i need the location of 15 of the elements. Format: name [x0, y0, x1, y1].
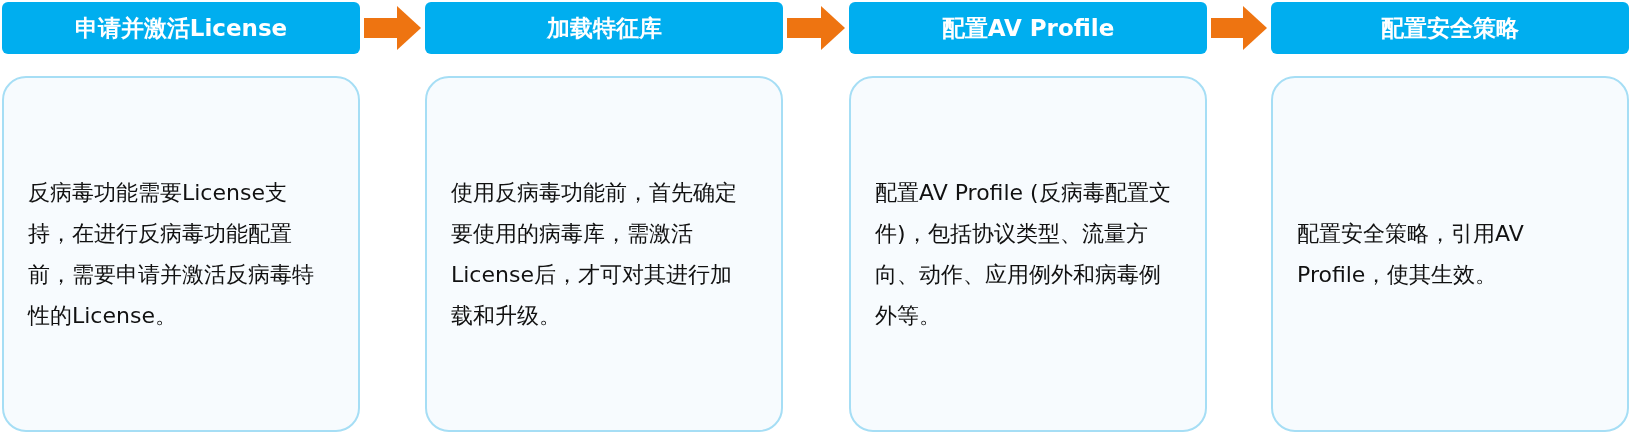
step-header: 配置安全策略	[1271, 2, 1629, 54]
arrow	[787, 6, 845, 50]
arrow	[1211, 6, 1267, 50]
description-text: 配置安全策略，引用AV Profile，使其生效。	[1297, 220, 1525, 289]
arrow	[364, 6, 421, 50]
step-header: 配置AV Profile	[849, 2, 1207, 54]
description-text: 反病毒功能需要License支持，在进行反病毒功能配置前，需要申请并激活反病毒特性的License。	[28, 179, 315, 330]
description-text: 使用反病毒功能前，首先确定要使用的病毒库，需激活License后，才可对其进行加载和升级。	[451, 179, 738, 330]
description-card	[1271, 76, 1629, 432]
step-header: 加载特征库	[425, 2, 783, 54]
description-card	[2, 76, 360, 432]
step-header: 申请并激活License	[2, 2, 360, 54]
description-card	[425, 76, 783, 432]
description-text: 配置AV Profile (反病毒配置文件)，包括协议类型、流量方向、动作、应用例外和病毒例外等。	[875, 179, 1172, 330]
description-card	[849, 76, 1207, 432]
